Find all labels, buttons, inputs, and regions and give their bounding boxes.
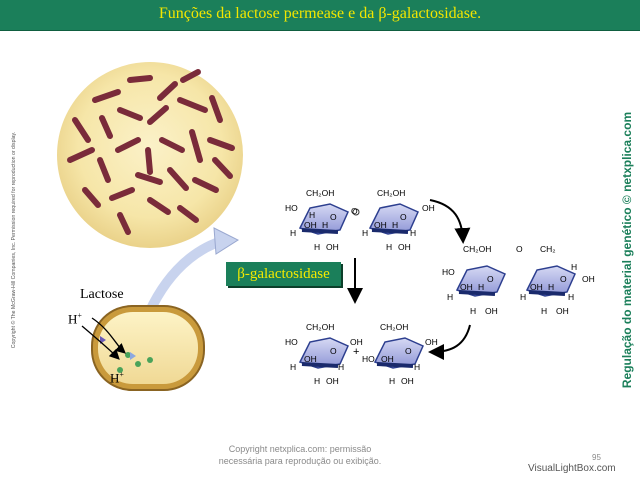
svg-text:H: H [386, 242, 392, 252]
svg-text:OH: OH [530, 282, 543, 292]
svg-text:OH: OH [326, 242, 339, 252]
svg-text:OH: OH [485, 306, 498, 316]
svg-text:H: H [314, 376, 320, 386]
svg-text:+: + [353, 346, 359, 358]
glucose-molecule [373, 337, 424, 369]
svg-text:H: H [571, 262, 577, 272]
svg-text:O: O [330, 346, 337, 356]
slide-title: Funções da lactose permease e da β-galac… [158, 5, 482, 22]
chemical-labels: CH₂OH CH₂OH HO O O OH H OH OH H H H H H … [285, 188, 595, 386]
footer-copyright-line2: necessária para reprodução ou exibição. [218, 456, 382, 466]
title-bar: Funções da lactose permease e da β-galac… [0, 0, 640, 31]
svg-text:OH: OH [582, 274, 595, 284]
svg-text:OH: OH [398, 242, 411, 252]
svg-text:OH: OH [425, 337, 438, 347]
page-number: 95 [592, 453, 601, 462]
svg-text:O: O [487, 274, 494, 284]
footer-copyright-line1: Copyright netxplica.com: permissão [228, 444, 372, 454]
svg-text:H: H [314, 242, 320, 252]
svg-text:O: O [516, 244, 523, 254]
galactose-molecule [298, 337, 349, 369]
svg-text:H: H [520, 292, 526, 302]
lactose-molecule [298, 203, 419, 235]
enzyme-label-box: β-galactosidase [226, 262, 341, 286]
svg-text:OH: OH [556, 306, 569, 316]
h-plus-outside: H+ [68, 311, 82, 327]
svg-text:H: H [389, 376, 395, 386]
svg-text:H: H [322, 220, 328, 230]
svg-text:OH: OH [374, 220, 387, 230]
svg-text:H: H [290, 228, 296, 238]
svg-text:O: O [405, 346, 412, 356]
watermark: VisualLightBox.com [528, 463, 616, 474]
allolactose-molecule [455, 265, 576, 297]
svg-text:H: H [447, 292, 453, 302]
svg-text:CH₂OH: CH₂OH [380, 322, 408, 332]
svg-text:HO: HO [442, 267, 455, 277]
cleavage-arrow [428, 324, 471, 360]
svg-text:OH: OH [460, 282, 473, 292]
svg-text:H: H [568, 292, 574, 302]
connector-arrowhead [213, 227, 240, 255]
bacterial-cell [81, 305, 205, 391]
svg-text:HO: HO [285, 203, 298, 213]
svg-text:CH₂OH: CH₂OH [463, 244, 491, 254]
svg-text:H: H [470, 306, 476, 316]
svg-text:OH: OH [326, 376, 339, 386]
svg-text:OH: OH [350, 337, 363, 347]
svg-text:H: H [290, 362, 296, 372]
svg-text:H: H [414, 362, 420, 372]
svg-text:CH₂OH: CH₂OH [377, 188, 405, 198]
h-plus-inside: H+ [110, 370, 124, 386]
isomerization-arrow [429, 199, 471, 244]
svg-text:OH: OH [422, 203, 435, 213]
svg-text:H: H [362, 228, 368, 238]
svg-text:OH: OH [381, 354, 394, 364]
svg-text:H: H [548, 282, 554, 292]
svg-text:OH: OH [304, 354, 317, 364]
svg-text:O: O [560, 274, 567, 284]
svg-text:HO: HO [362, 354, 375, 364]
svg-text:O: O [351, 206, 358, 216]
svg-text:O: O [400, 212, 407, 222]
svg-text:OH: OH [401, 376, 414, 386]
svg-text:H: H [410, 228, 416, 238]
svg-text:H: H [392, 220, 398, 230]
svg-text:H: H [541, 306, 547, 316]
svg-text:CH₂OH: CH₂OH [306, 188, 334, 198]
lactose-label: Lactose [80, 287, 124, 302]
svg-text:O: O [330, 212, 337, 222]
svg-text:H: H [309, 210, 315, 220]
svg-text:HO: HO [285, 337, 298, 347]
bacteria-culture-image [57, 62, 243, 248]
svg-text:OH: OH [304, 220, 317, 230]
svg-text:H: H [478, 282, 484, 292]
svg-text:CH₂OH: CH₂OH [306, 322, 334, 332]
svg-text:H: H [338, 362, 344, 372]
svg-text:CH₂: CH₂ [540, 244, 556, 254]
